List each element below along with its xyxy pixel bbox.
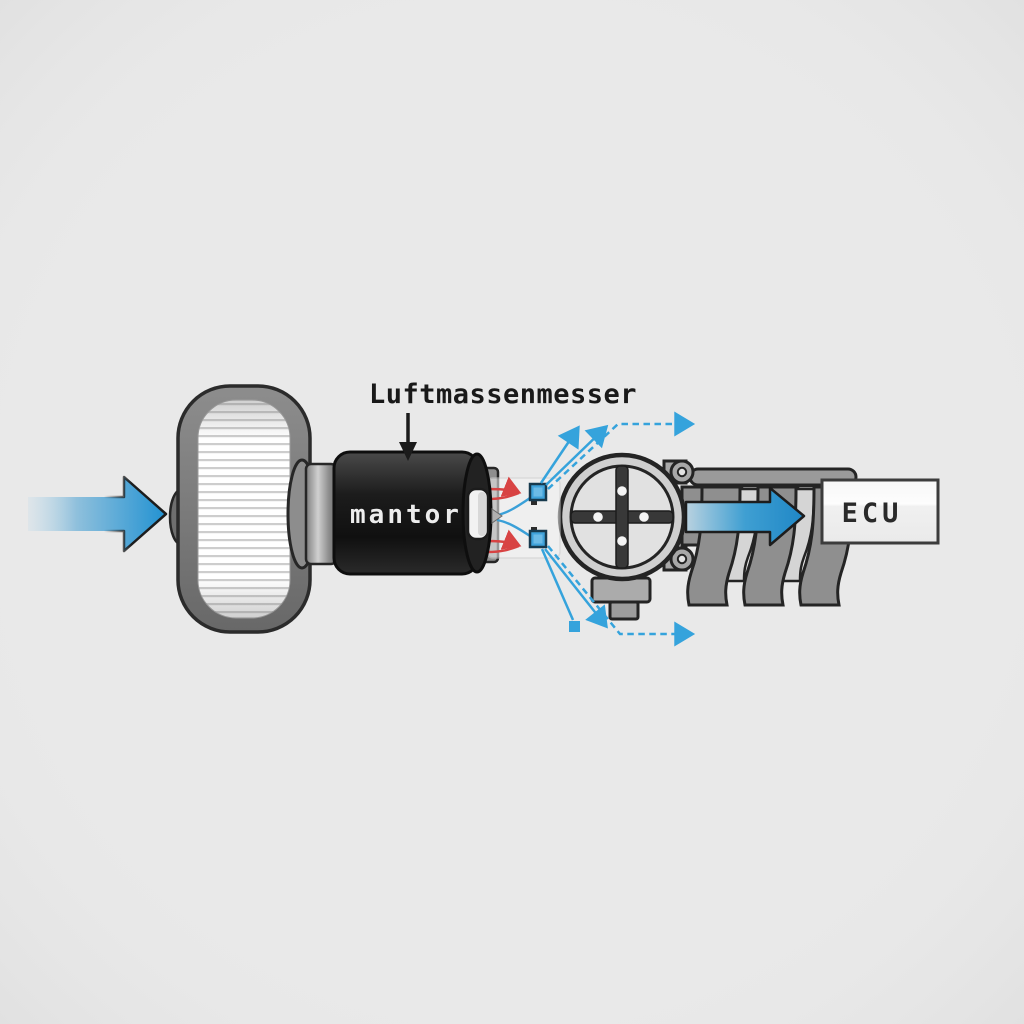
airflow-diagram-canvas: mantor ECU Luftmassenmesser	[0, 0, 1024, 1024]
vignette-overlay	[0, 0, 1024, 1024]
airflow-diagram: mantor ECU Luftmassenmesser	[0, 0, 1024, 1024]
